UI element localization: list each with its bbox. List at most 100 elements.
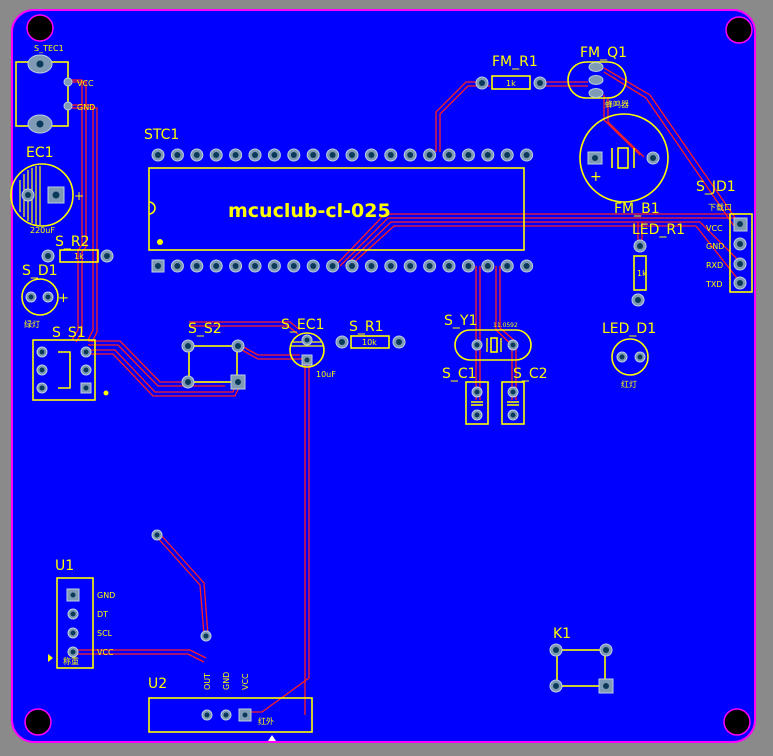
s-jd1-pin-txd: TXD [705, 280, 723, 289]
s-s2-ref: S_S2 [188, 321, 222, 337]
u2-ref: U2 [148, 676, 167, 692]
stc1-bottom-pin-drill [426, 263, 433, 269]
s-jd1-pin-gnd: GND [706, 242, 724, 251]
s-s2: S_S2 [181, 321, 246, 390]
s-c2-ref: S_C2 [513, 366, 548, 382]
jumper-pads [151, 529, 212, 642]
stc1-top-pin-drill [484, 152, 491, 158]
u1-ref: U1 [55, 558, 74, 574]
stc1-bottom-pin-drill [349, 263, 355, 269]
s-r2-value: 1k [74, 252, 84, 261]
stc1-top-pin-drill [329, 152, 336, 158]
stc1-top-pin-drill [368, 152, 375, 158]
stc1-top-pin-drill [155, 152, 161, 158]
u2-pin-out: OUT [203, 673, 212, 690]
stc1-top-pins [151, 148, 534, 162]
s-r2-ref: S_R2 [55, 234, 90, 250]
board-title: mcuclub-cl-025 [228, 200, 391, 222]
stc1-bottom-pin-drill [310, 263, 317, 269]
stc1-top-pin-drill [465, 152, 472, 158]
fm-q1: FM_Q1 [567, 45, 627, 99]
stc1-bottom-pin-drill [446, 263, 452, 269]
s-jd1-pin-rxd: RXD [706, 261, 723, 270]
stc1-bottom-pin-drill [252, 263, 258, 269]
s-y1-value: 11.0592 [493, 322, 518, 329]
led-r1-value: 1k [637, 269, 647, 278]
s-d1-ref: S_D1 [22, 263, 58, 279]
stc1-bottom-pin-drill [484, 263, 491, 269]
stc1-top-pin-drill [504, 152, 511, 158]
stc1-bottom-pin-drill [174, 263, 181, 269]
s-ec1-value: 10uF [316, 370, 336, 379]
stc1-top-pin-drill [407, 152, 414, 158]
s-c1-ref: S_C1 [442, 366, 477, 382]
stc1-top-pin-drill [523, 152, 530, 158]
fm-b1-note: 蜂鸣器 [605, 99, 629, 109]
s-r1: S_R1 10k [335, 319, 406, 349]
stc1-bottom-pin-drill [271, 263, 278, 269]
mounting-holes [24, 14, 753, 736]
s-r1-value: 10k [362, 338, 377, 347]
s-r2: S_R2 1k [41, 234, 114, 263]
u1-pin-scl: SCL [97, 629, 113, 638]
u1-note: 称重 [63, 656, 79, 666]
svg-text:+: + [58, 291, 69, 306]
s-tec1-vcc-label: VCC [77, 79, 94, 88]
s-r1-ref: S_R1 [349, 319, 384, 335]
stc1-top-pin-drill [252, 152, 258, 158]
stc1-bottom-pin-drill [329, 263, 336, 269]
ec1-ref: EC1 [26, 145, 54, 161]
stc1-bottom-pin-drill [387, 263, 394, 269]
s-jd1: S_JD1 下载口 VCC GND RXD TXD [696, 179, 753, 293]
stc1-top-pin-drill [193, 152, 200, 158]
led-r1: LED_R1 1k [631, 222, 685, 307]
stc1-bottom-pin-drill [465, 263, 472, 269]
ec1: EC1 + 220uF [10, 145, 84, 235]
stc1-bottom-pin-drill [523, 263, 530, 269]
fm-r1-ref: FM_R1 [492, 54, 538, 70]
s-tec1-ref: S_TEC1 [34, 44, 64, 53]
s-jd1-pin-vcc: VCC [706, 224, 723, 233]
s-jd1-note: 下载口 [708, 202, 732, 212]
stc1-bottom-pin-drill [193, 263, 200, 269]
s-ec1: S_EC1 10uF [281, 317, 336, 379]
led-r1-ref: LED_R1 [632, 222, 685, 238]
fm-r1-value: 1k [506, 79, 516, 88]
stc1-bottom-pin-drill [155, 263, 161, 269]
u2-pin-vcc: VCC [241, 673, 250, 690]
s-y1: S_Y1 11.0592 [444, 313, 532, 361]
stc1-bottom-pin-drill [290, 263, 297, 269]
stc1-top-pin-drill [213, 152, 220, 158]
s-s1: S_S1 [32, 325, 109, 401]
stc1: STC1 mcuclub-cl-025 [144, 127, 534, 273]
stc1-bottom-pin-drill [213, 263, 220, 269]
k1: K1 [549, 626, 614, 694]
s-y1-ref: S_Y1 [444, 313, 477, 329]
fm-q1-ref: FM_Q1 [580, 45, 627, 61]
s-c2: S_C2 [501, 366, 548, 425]
u1-pin-vcc: VCC [97, 648, 114, 657]
u2-note: 红外 [258, 716, 274, 726]
led-d1-note: 红灯 [621, 379, 637, 389]
stc1-bottom-pin-drill [232, 263, 239, 269]
s-d1: S_D1 + 绿灯 [21, 263, 69, 329]
svg-text:+: + [590, 169, 602, 185]
fm-r1: FM_R1 1k [475, 54, 547, 90]
stc1-top-pin-drill [349, 152, 355, 158]
ec1-value: 220uF [30, 226, 55, 235]
s-ec1-ref: S_EC1 [281, 317, 324, 333]
copper-pour [11, 9, 756, 743]
stc1-top-pin-drill [271, 152, 278, 158]
s-d1-note: 绿灯 [24, 319, 40, 329]
u1: U1 GND DT SCL VCC 称重 [48, 558, 115, 669]
stc1-top-pin-drill [446, 152, 452, 158]
svg-text:+: + [74, 189, 84, 203]
fm-b1: 蜂鸣器 + FM_B1 [579, 99, 669, 217]
stc1-top-pin-drill [387, 152, 394, 158]
stc1-top-pin-drill [426, 152, 433, 158]
stc1-bottom-pin-drill [407, 263, 414, 269]
stc1-bottom-pins [151, 259, 534, 273]
u1-pin-gnd: GND [97, 591, 115, 600]
u2-pin-gnd: GND [222, 672, 231, 690]
